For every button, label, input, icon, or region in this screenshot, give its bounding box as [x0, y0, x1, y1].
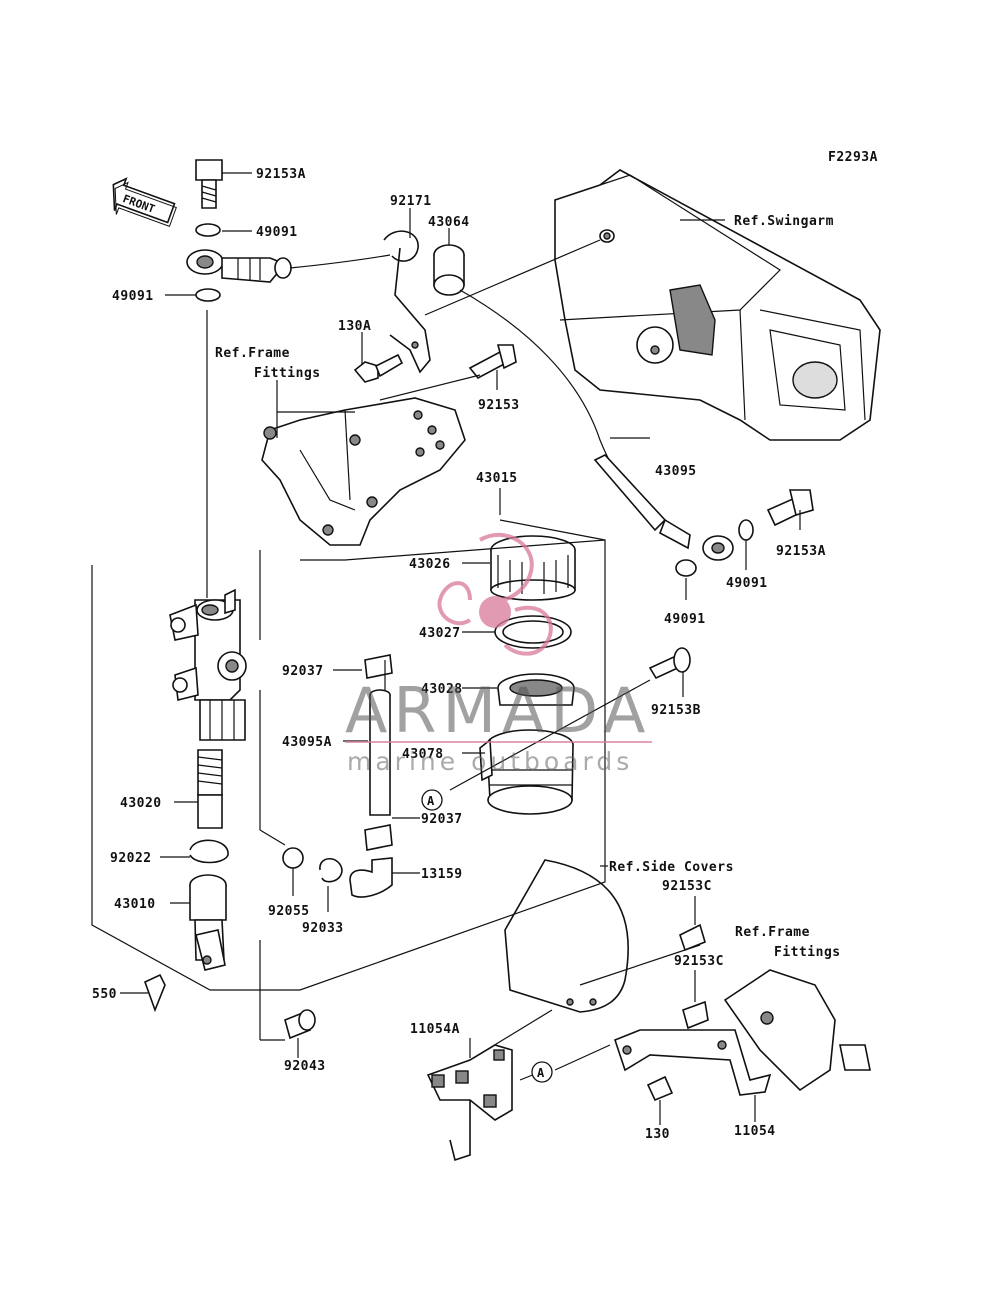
ref-frame-fittings-1a: Ref.Frame	[215, 346, 290, 361]
watermark-tagline: marine outboards	[347, 747, 633, 776]
diagram-code: F2293A	[828, 150, 878, 165]
label-92022: 92022	[110, 851, 152, 866]
frame-bracket-drawing	[261, 397, 466, 546]
diaphragm-43028	[497, 673, 575, 706]
swingarm-drawing	[554, 169, 881, 441]
pin-92043	[284, 1009, 316, 1040]
leader-lines	[91, 172, 801, 1125]
label-43027: 43027	[419, 626, 461, 641]
clamp-92037-b	[364, 824, 393, 851]
svg-text:A: A	[427, 794, 435, 808]
ref-frame-fittings-2b: Fittings	[774, 945, 841, 960]
front-arrow-icon: FRONT	[112, 177, 177, 228]
label-49091-a: 49091	[256, 225, 298, 240]
label-49091-d: 49091	[664, 612, 706, 627]
bolt-92153C-b	[682, 1000, 709, 1030]
frame-fitting-right	[723, 969, 871, 1092]
master-cylinder	[169, 588, 247, 741]
pushrod-43010	[189, 874, 227, 971]
label-92033: 92033	[302, 921, 344, 936]
ref-side-covers: Ref.Side Covers	[609, 860, 734, 875]
label-92153: 92153	[478, 398, 520, 413]
label-43010: 43010	[114, 897, 156, 912]
label-11054: 11054	[734, 1124, 776, 1139]
bolt-92153B	[648, 647, 691, 680]
washer-49091-a	[195, 223, 221, 237]
switch-bracket-11054A	[426, 1044, 513, 1162]
banjo-fitting	[186, 249, 292, 283]
label-130A: 130A	[338, 319, 371, 334]
washer-49091-b	[195, 288, 221, 302]
bracket-11054	[614, 1029, 772, 1096]
hose-43095A	[369, 689, 391, 816]
bolt-92153C-a	[679, 923, 706, 952]
ref-swingarm: Ref.Swingarm	[734, 214, 834, 229]
label-49091-c: 49091	[726, 576, 768, 591]
watermark-logo-icon	[437, 533, 553, 656]
label-92043: 92043	[284, 1059, 326, 1074]
label-92153C-b: 92153C	[674, 954, 724, 969]
washer-49091-d	[675, 559, 697, 577]
banjo-bolt-top	[195, 159, 223, 209]
cap-43064	[433, 244, 465, 296]
label-43095A: 43095A	[282, 735, 332, 750]
label-92153A-right: 92153A	[776, 544, 826, 559]
reservoir-43078	[479, 729, 574, 815]
label-43064: 43064	[428, 215, 470, 230]
bolt-130	[646, 1075, 674, 1102]
label-43095: 43095	[655, 464, 697, 479]
label-92037-a: 92037	[282, 664, 324, 679]
label-92153C-a: 92153C	[662, 879, 712, 894]
ref-frame-fittings-2a: Ref.Frame	[735, 925, 810, 940]
cotter-pin-550	[144, 973, 166, 1013]
label-92153A-top: 92153A	[256, 167, 306, 182]
bolt-92153	[468, 344, 517, 380]
label-11054A: 11054A	[410, 1022, 460, 1037]
washer-49091-c	[738, 519, 754, 541]
label-43026: 43026	[409, 557, 451, 572]
svg-text:A: A	[537, 1066, 545, 1080]
piston-43020	[197, 749, 223, 829]
bolt-92153A-right	[766, 489, 814, 527]
elbow-13159	[349, 857, 393, 898]
oring-92055	[282, 847, 304, 869]
label-13159: 13159	[421, 867, 463, 882]
label-92153B: 92153B	[651, 703, 701, 718]
label-550: 550	[92, 987, 117, 1002]
label-43015: 43015	[476, 471, 518, 486]
label-92171: 92171	[390, 194, 432, 209]
label-49091-b: 49091	[112, 289, 154, 304]
bolt-130A	[353, 353, 404, 383]
label-43028: 43028	[421, 682, 463, 697]
circlip-92022	[189, 839, 229, 864]
ref-frame-fittings-1b: Fittings	[254, 366, 321, 381]
side-cover-drawing	[504, 859, 629, 1013]
label-43020: 43020	[120, 796, 162, 811]
marker-a-upper: A	[421, 789, 443, 811]
label-92037-b: 92037	[421, 812, 463, 827]
banjo-right	[702, 535, 734, 561]
marker-a-lower: A	[531, 1061, 553, 1083]
label-92055: 92055	[268, 904, 310, 919]
watermark-brand: ARMADA	[345, 674, 651, 747]
label-43078: 43078	[402, 747, 444, 762]
label-130: 130	[645, 1127, 670, 1142]
circlip-92033	[319, 857, 343, 883]
